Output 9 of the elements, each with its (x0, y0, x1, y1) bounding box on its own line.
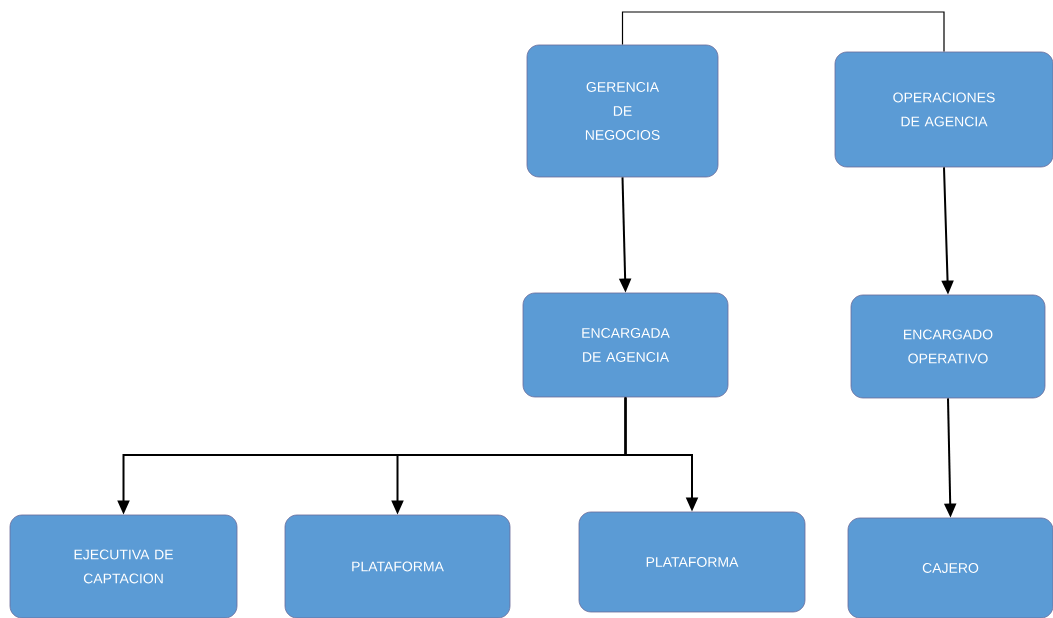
process-box: PLATAFORMA (578, 511, 806, 613)
process-box: GERENCIA DE NEGOCIOS (526, 44, 719, 178)
process-box: OPERACIONES DE AGENCIA (834, 51, 1053, 168)
process-box: CAJERO (847, 517, 1053, 618)
process-box: PLATAFORMA (284, 514, 511, 618)
process-box: ENCARGADO OPERATIVO (850, 294, 1046, 399)
process-box: EJECUTIVA DE CAPTACION (9, 514, 238, 618)
connector (621, 11, 945, 53)
process-box: ENCARGADA DE AGENCIA (522, 292, 729, 398)
